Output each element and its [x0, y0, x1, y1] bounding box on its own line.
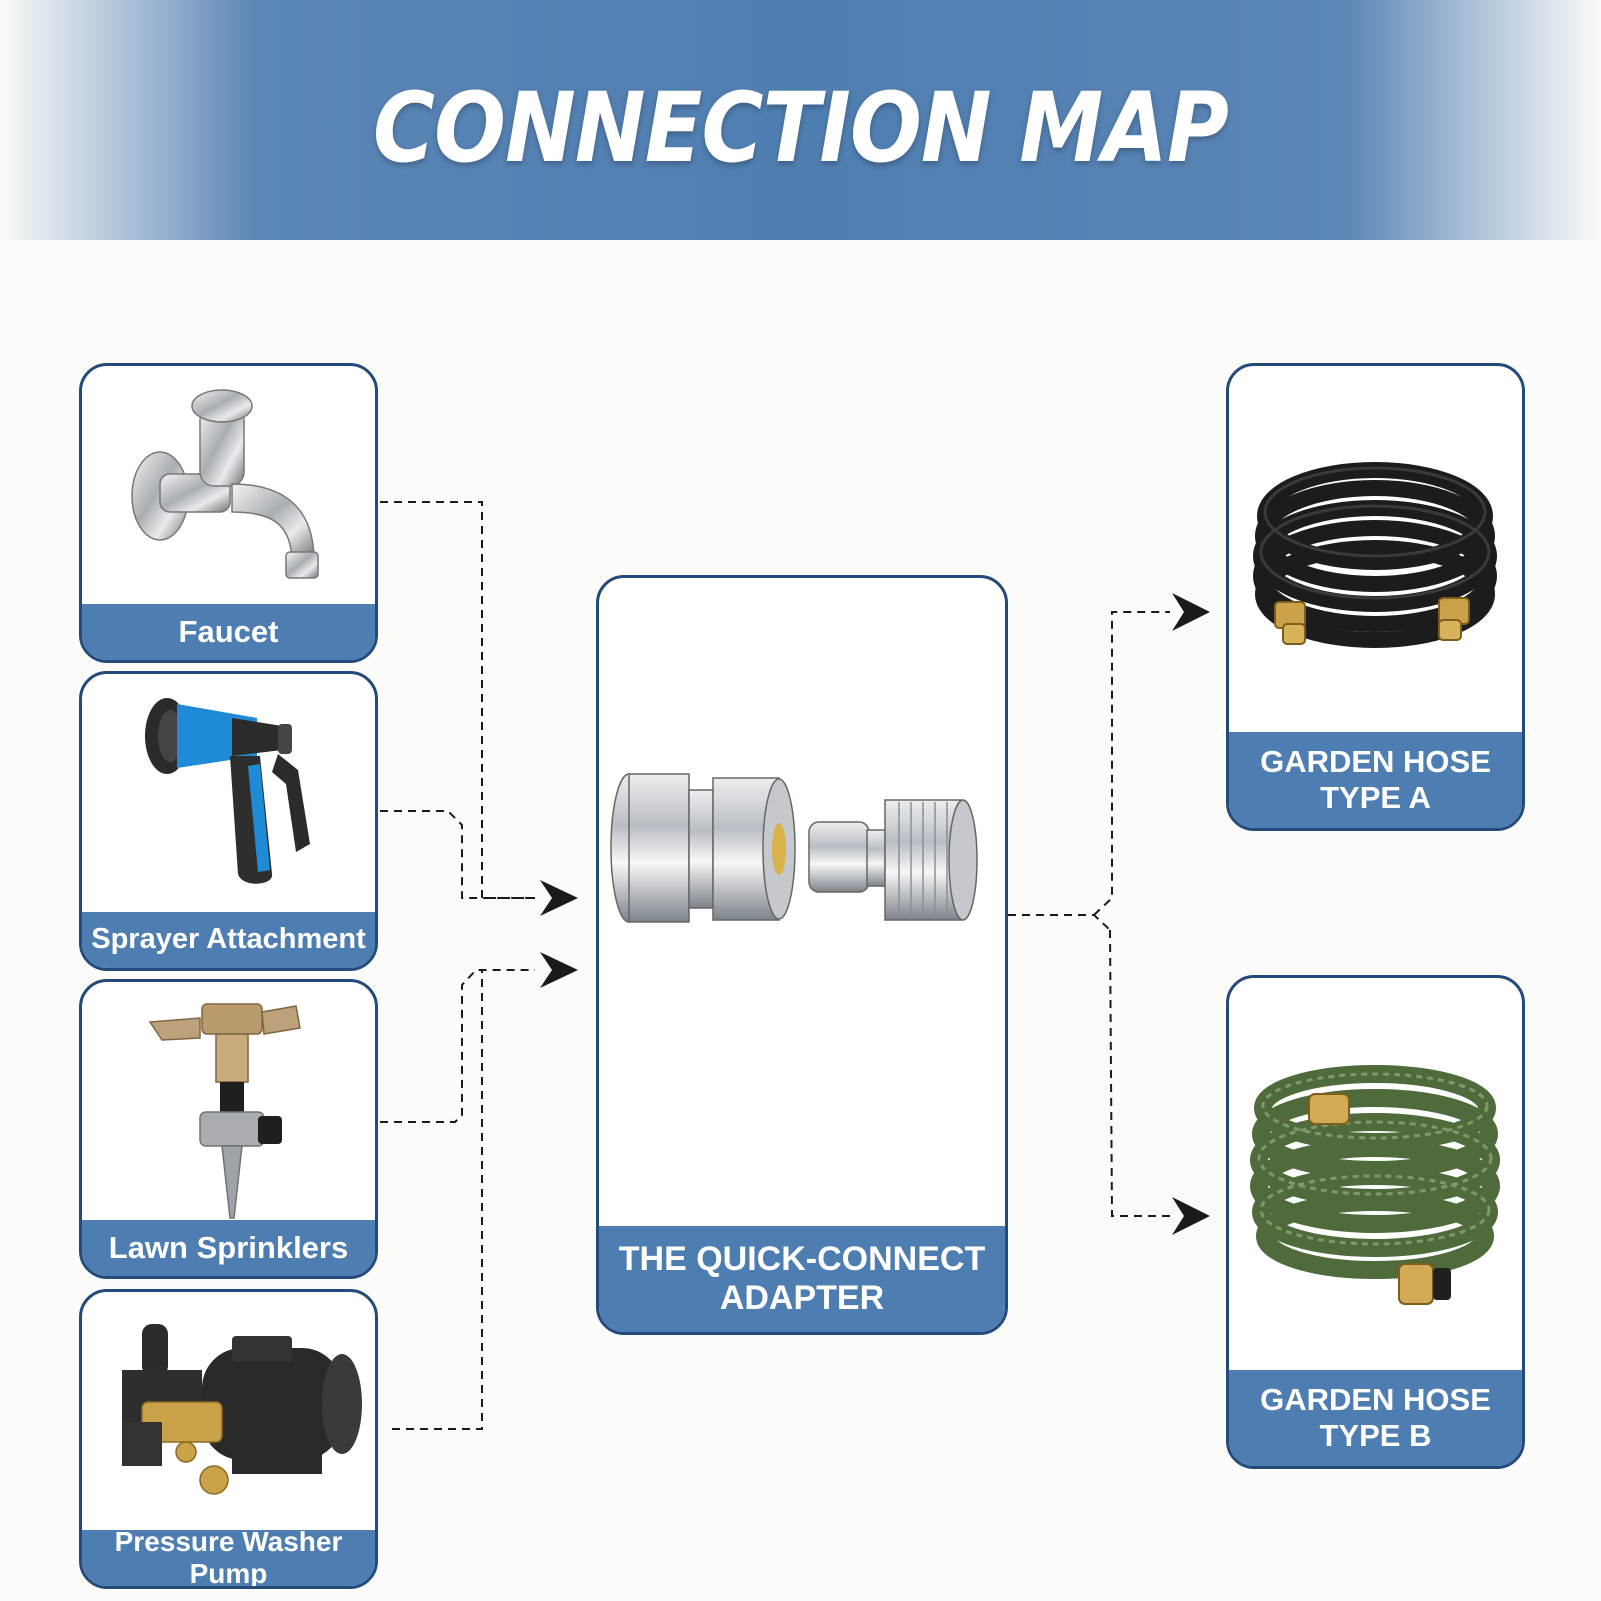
connector-adapter-out [1008, 914, 1111, 931]
connector-sprinkler [380, 969, 535, 1123]
source-card-sprayer: Sprayer Attachment [79, 671, 378, 971]
pump-icon [122, 1324, 362, 1495]
connector-pump [392, 970, 483, 1430]
arrowhead-to-adapter-1 [540, 880, 578, 916]
spray-nozzle-icon [145, 698, 310, 884]
black-hose-icon [1253, 462, 1497, 648]
source-label: Faucet [82, 604, 375, 660]
arrowhead-to-hose-b [1172, 1197, 1210, 1235]
quick-connect-adapter-icon [610, 773, 978, 923]
arrowhead-to-adapter-2 [540, 952, 578, 988]
source-label: Sprayer Attachment [82, 912, 375, 968]
connector-sprayer [380, 810, 535, 899]
source-card-sprinkler: Lawn Sprinklers [79, 979, 378, 1279]
page-title: CONNECTION MAP [373, 72, 1229, 184]
source-label: Lawn Sprinklers [82, 1220, 375, 1276]
source-label: Pressure Washer Pump [82, 1526, 375, 1586]
connector-faucet [380, 501, 535, 899]
arrowhead-to-hose-a [1172, 593, 1210, 631]
header-banner [0, 0, 1601, 240]
connector-hose-b [1109, 929, 1170, 1217]
source-card-pump: Pressure Washer Pump [79, 1289, 378, 1589]
faucet-icon [131, 389, 319, 579]
connector-hose-a [1093, 611, 1170, 916]
source-card-faucet: Faucet [79, 363, 378, 663]
green-hose-icon [1250, 1065, 1500, 1305]
sprinkler-icon [148, 1003, 301, 1219]
